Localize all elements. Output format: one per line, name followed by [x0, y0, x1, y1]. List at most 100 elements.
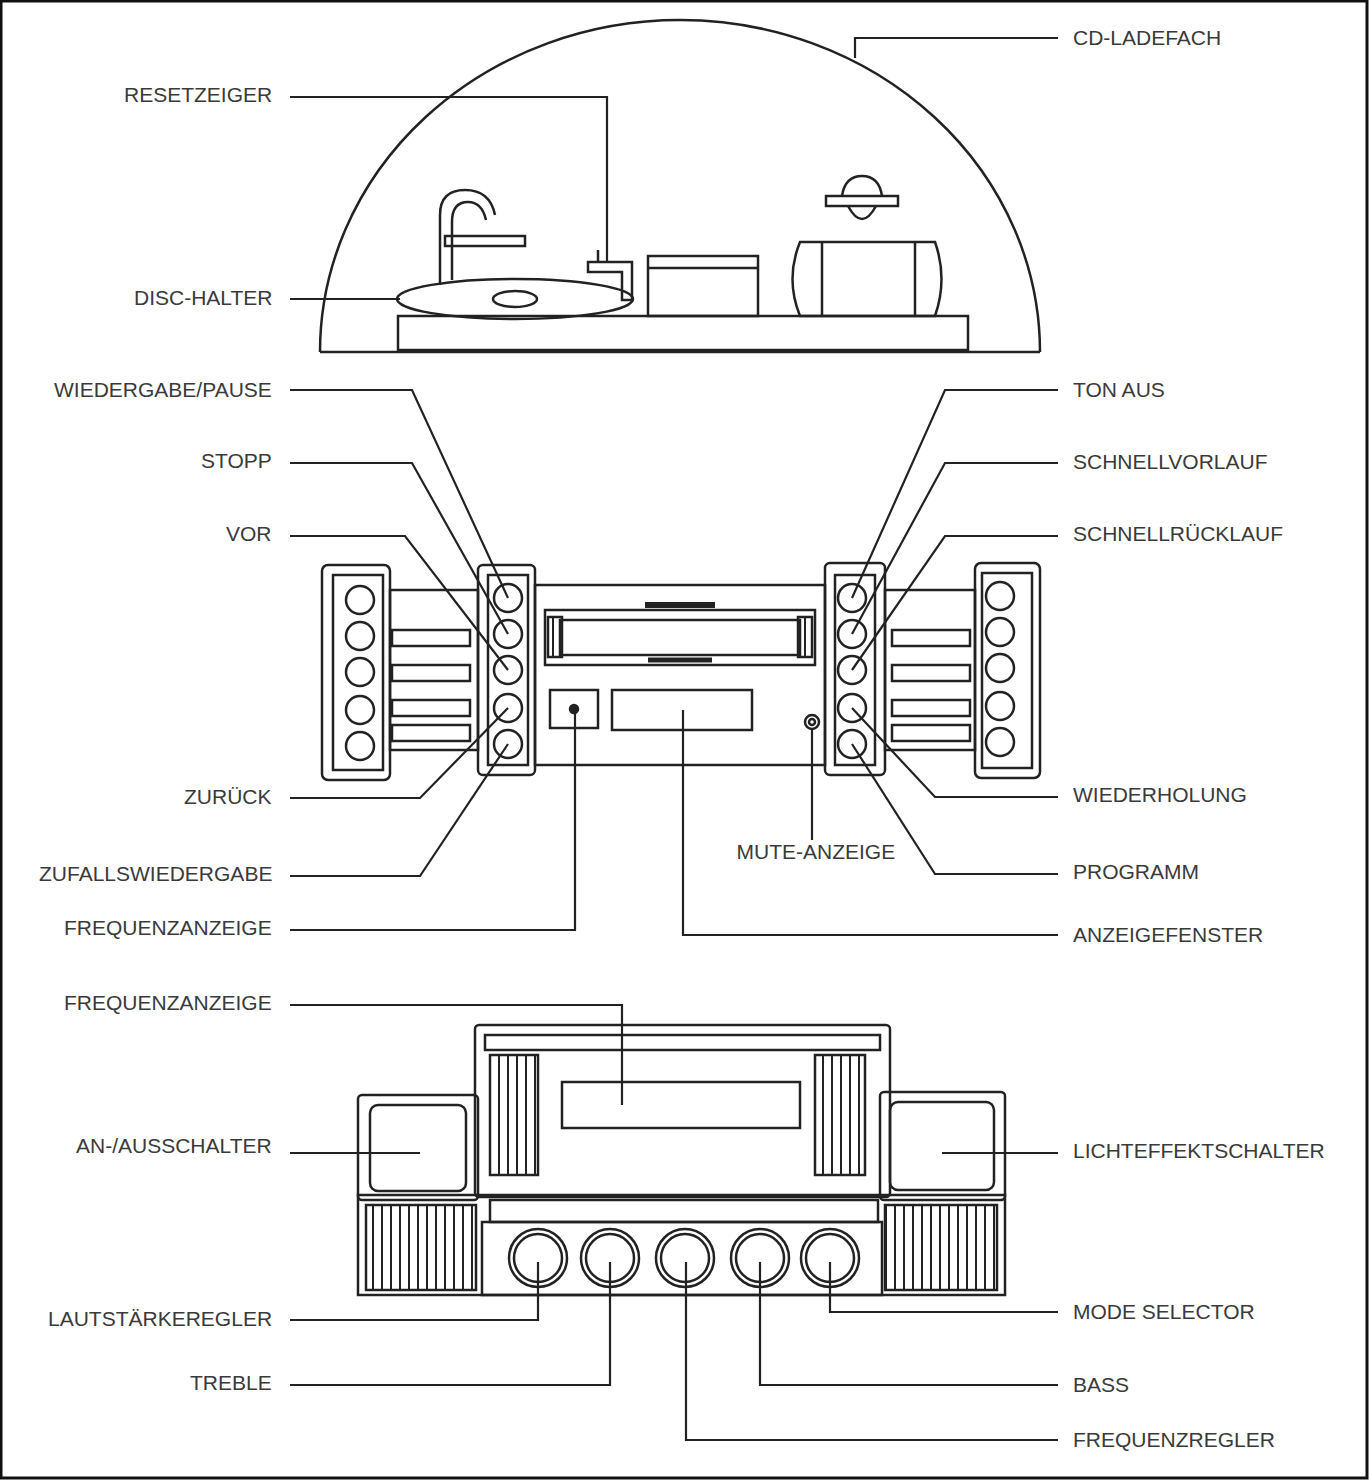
- front-panel-part: [805, 715, 819, 729]
- leader-line-part: [290, 1005, 622, 1105]
- base-unit-part: [815, 1055, 865, 1175]
- leader-line-part: [683, 710, 1058, 935]
- part-label: FREQUENZREGLER: [1073, 1428, 1275, 1452]
- cd-dome-part: [397, 279, 633, 319]
- leader-line-part: [290, 298, 400, 300]
- part-label: MODE SELECTOR: [1073, 1300, 1255, 1324]
- leader-line-part: [290, 744, 508, 876]
- front-panel-part: [392, 630, 470, 646]
- cd-dome-part: [445, 236, 525, 246]
- base-unit-part: [366, 1205, 476, 1290]
- base-unit-part: [358, 1095, 478, 1200]
- part-label: WIEDERGABE/PAUSE: [54, 378, 272, 402]
- front-panel-part: [986, 582, 1014, 610]
- leader-line-part: [290, 97, 607, 262]
- base-unit-part: [358, 1195, 1005, 1295]
- base-unit-part: [475, 1025, 890, 1197]
- leader-line-part: [760, 1262, 1058, 1385]
- base-unit-part: [885, 1205, 997, 1290]
- leader-line-part: [290, 1152, 420, 1154]
- part-label: ZURÜCK: [184, 785, 272, 809]
- base-unit-part: [482, 1222, 882, 1295]
- part-label: STOPP: [201, 449, 272, 473]
- cd-dome-part: [821, 242, 824, 316]
- front-panel-part: [798, 617, 812, 657]
- front-panel-part: [346, 622, 374, 650]
- base-unit-part: [890, 1102, 994, 1190]
- leader-line-part: [290, 536, 508, 670]
- cd-dome-part: [452, 202, 486, 280]
- cd-dome-part: [848, 206, 876, 219]
- front-panel-part: [392, 700, 470, 716]
- leader-line-part: [290, 390, 508, 598]
- cd-dome-part: [793, 242, 942, 316]
- leader-line-part: [290, 1262, 610, 1385]
- part-label: LAUTSTÄRKEREGLER: [48, 1307, 272, 1331]
- front-panel-part: [809, 719, 815, 725]
- part-label: BASS: [1073, 1373, 1129, 1397]
- front-panel-part: [322, 565, 390, 780]
- front-panel-part: [570, 705, 578, 713]
- part-label: WIEDERHOLUNG: [1073, 783, 1247, 807]
- part-label: LICHTEFFEKTSCHALTER: [1073, 1139, 1325, 1163]
- leader-line-part: [942, 1152, 1058, 1154]
- cd-dome-part: [648, 256, 758, 316]
- base-unit-part: [562, 1082, 800, 1128]
- base-unit-part: [490, 1200, 878, 1222]
- front-panel-part: [346, 732, 374, 760]
- part-label: AN-/AUSSCHALTER: [76, 1134, 272, 1158]
- front-panel-part: [986, 654, 1014, 682]
- cd-dome-part: [648, 267, 758, 270]
- cd-dome-part: [588, 262, 632, 300]
- front-panel: [322, 563, 1040, 780]
- front-panel-part: [560, 620, 800, 655]
- front-panel-part: [892, 665, 970, 681]
- front-panel-part: [333, 575, 383, 770]
- base-unit-part: [490, 1055, 538, 1175]
- front-panel-part: [982, 573, 1032, 768]
- base-unit-part: [485, 1035, 880, 1050]
- cd-dome-part: [398, 316, 968, 350]
- front-panel-part: [392, 665, 470, 681]
- front-panel-part: [645, 602, 715, 608]
- cd-dome-part: [826, 196, 898, 206]
- part-label: TREBLE: [190, 1371, 272, 1395]
- front-panel-part: [892, 725, 970, 741]
- cd-dome-part: [842, 176, 882, 196]
- front-panel-part: [545, 610, 815, 665]
- leader-line-part: [852, 463, 1058, 634]
- front-panel-part: [986, 728, 1014, 756]
- front-panel-part: [892, 630, 970, 646]
- part-label: ANZEIGEFENSTER: [1073, 923, 1263, 947]
- front-panel-part: [392, 725, 470, 741]
- leader-line-part: [852, 536, 1058, 670]
- part-label: CD-LADEFACH: [1073, 26, 1221, 50]
- front-panel-part: [535, 585, 825, 765]
- front-panel-part: [346, 658, 374, 686]
- part-label: TON AUS: [1073, 378, 1165, 402]
- cd-dome-part: [440, 190, 495, 285]
- front-panel-part: [892, 700, 970, 716]
- part-label: MUTE-ANZEIGE: [737, 840, 896, 864]
- front-panel-part: [986, 618, 1014, 646]
- part-label: SCHNELLVORLAUF: [1073, 450, 1268, 474]
- leader-line-part: [811, 730, 813, 840]
- cd-dome-part: [493, 291, 537, 307]
- base-unit-part: [370, 1105, 466, 1191]
- leader-line-part: [290, 463, 508, 634]
- leader-line-part: [830, 1262, 1058, 1312]
- part-label: SCHNELLRÜCKLAUF: [1073, 522, 1283, 546]
- front-panel-part: [648, 658, 712, 663]
- cd-dome: [320, 20, 1040, 352]
- part-label: RESETZEIGER: [124, 83, 272, 107]
- cd-dome-part: [597, 250, 600, 262]
- leader-line-part: [290, 712, 575, 930]
- front-panel-part: [975, 563, 1040, 778]
- part-label: FREQUENZANZEIGE: [64, 916, 272, 940]
- leader-line: [290, 38, 1058, 1440]
- leader-line-part: [852, 708, 1058, 797]
- leader-line-part: [852, 390, 1058, 598]
